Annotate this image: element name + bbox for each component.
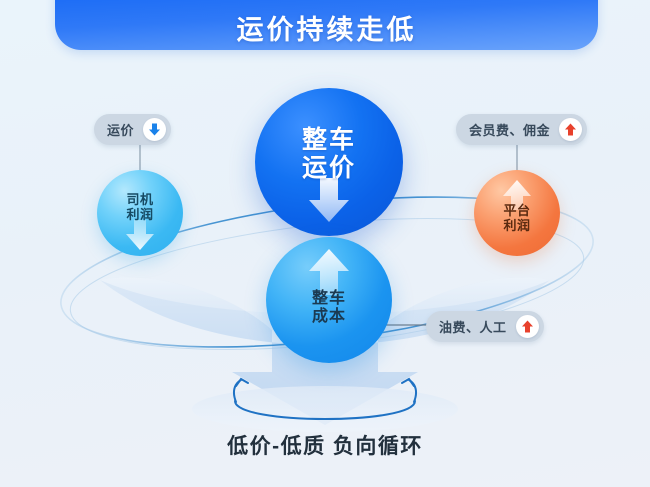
pill-fuel-labor[interactable]: 油费、人工 <box>426 311 544 342</box>
sphere-driver-profit[interactable]: 司机 利润 <box>97 170 183 256</box>
base-disc <box>192 386 458 432</box>
pill-freight-rate-label: 运价 <box>107 123 135 138</box>
pill-membership-commission[interactable]: 会员费、佣金 <box>456 114 588 145</box>
pill-fuel-labor-label: 油费、人工 <box>439 320 507 335</box>
sphere-truck-cost[interactable]: 整车 成本 <box>266 237 392 363</box>
arrow-down-icon <box>143 118 167 141</box>
sphere-platform-profit[interactable]: 平台 利润 <box>474 170 560 256</box>
sphere-freight-rate[interactable]: 整车 运价 <box>255 88 403 236</box>
sphere-platform-profit-label: 平台 利润 <box>503 203 531 233</box>
sphere-driver-profit-label: 司机 利润 <box>126 191 154 222</box>
sphere-truck-cost-label: 整车 成本 <box>311 290 346 325</box>
arrow-up-icon <box>559 118 583 141</box>
page-title: 运价持续走低 <box>236 15 417 45</box>
up-arrow-icon <box>309 249 349 295</box>
up-arrow-icon <box>503 180 531 210</box>
bottom-caption: 低价-低质 负向循环 <box>227 435 423 458</box>
pill-membership-commission-label: 会员费、佣金 <box>469 123 551 138</box>
pill-freight-rate[interactable]: 运价 <box>94 114 172 145</box>
down-arrow-icon <box>309 178 349 222</box>
cycle-loop <box>232 377 418 420</box>
down-arrow-icon <box>126 220 154 250</box>
title-banner: 运价持续走低 <box>55 0 598 50</box>
sphere-freight-rate-label: 整车 运价 <box>301 126 356 182</box>
arrow-up-icon <box>515 315 539 338</box>
